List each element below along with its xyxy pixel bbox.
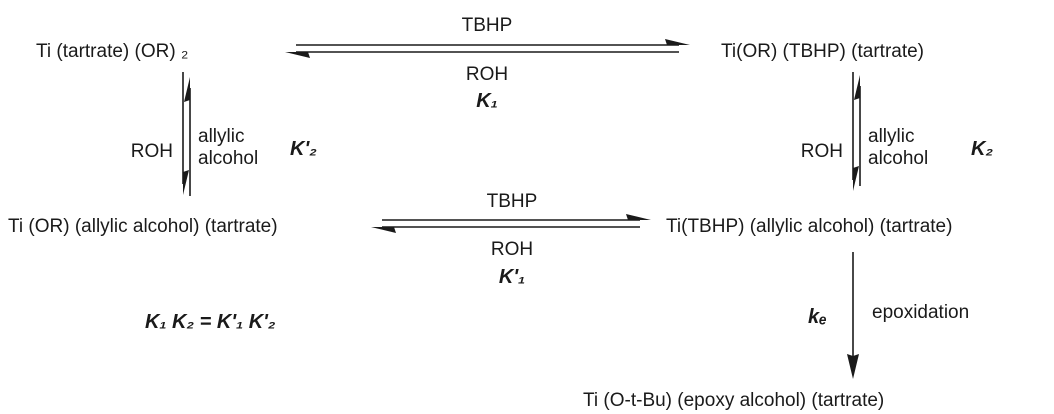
species-middle-right: Ti(TBHP) (allylic alcohol) (tartrate) [666, 216, 952, 237]
left-reagent-label-line2: alcohol [198, 148, 258, 169]
left-equilibrium-constant: K'₂ [290, 138, 317, 160]
bottom-reagent-label: TBHP [487, 191, 538, 212]
epoxidation-rate-constant: kₑ [808, 306, 827, 328]
bottom-byproduct-label: ROH [491, 239, 533, 260]
left-reagent-label-line1: allylic [198, 126, 244, 147]
top-equilibrium-constant: K₁ [476, 90, 497, 112]
species-middle-left: Ti (OR) (allylic alcohol) (tartrate) [8, 216, 278, 237]
equilibrium-arrow-left [182, 72, 191, 196]
species-top-right: Ti(OR) (TBHP) (tartrate) [721, 41, 924, 62]
left-byproduct-label: ROH [131, 141, 173, 162]
top-reagent-label: TBHP [462, 15, 513, 36]
top-byproduct-label: ROH [466, 64, 508, 85]
right-equilibrium-constant: K₂ [971, 138, 993, 160]
equilibrium-arrow-bottom [371, 214, 651, 233]
right-reagent-label-line2: alcohol [868, 148, 928, 169]
right-byproduct-label: ROH [801, 141, 843, 162]
epoxidation-label: epoxidation [872, 302, 969, 323]
equilibrium-arrow-right [852, 72, 861, 191]
epoxidation-arrow [847, 252, 859, 379]
species-top-left: Ti (tartrate) (OR) ₂ [36, 41, 188, 62]
species-product: Ti (O-t-Bu) (epoxy alcohol) (tartrate) [583, 390, 884, 411]
right-reagent-label-line1: allylic [868, 126, 914, 147]
equilibrium-arrow-top [285, 39, 690, 58]
equilibrium-relation: K₁ K₂ = K'₁ K'₂ [145, 311, 276, 333]
bottom-equilibrium-constant: K'₁ [499, 266, 525, 288]
